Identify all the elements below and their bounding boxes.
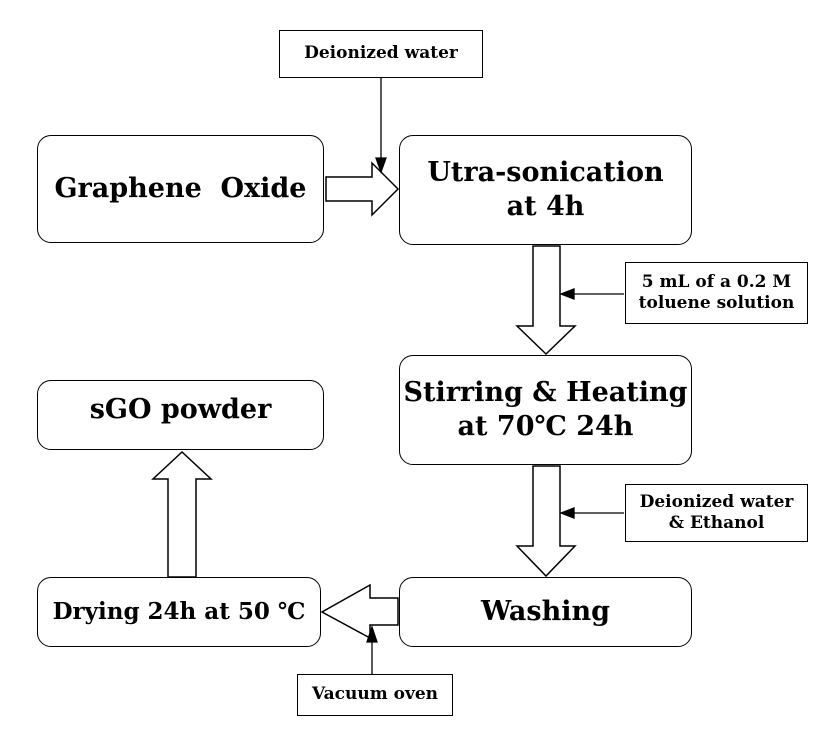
input-deionized-water-label: Deionized water (304, 43, 458, 64)
arrow-washing-to-drying (320, 583, 399, 640)
input-di-ethanol-line-2: & Ethanol (668, 513, 765, 533)
step-sgo-powder: sGO powder (37, 380, 324, 450)
pointer-head-deionized-water (375, 157, 387, 174)
step-stirring-heating: Stirring & Heating at 70℃ 24h (399, 355, 692, 465)
pointer-head-toluene (559, 288, 575, 300)
step-drying-label: Drying 24h at 50 ℃ (52, 597, 306, 625)
arrow-go-to-sonication (325, 161, 400, 217)
input-di-ethanol-line-1: Deionized water (639, 491, 794, 512)
input-vacuum-oven-label: Vacuum oven (311, 684, 438, 705)
step-ultrasonication: Utra-sonication at 4h (399, 135, 692, 245)
step-stirring-line-2: at 70℃ 24h (457, 411, 634, 442)
step-washing: Washing (399, 577, 692, 647)
step-sgo-powder-label: sGO powder (89, 394, 272, 425)
arrow-drying-to-powder (151, 450, 213, 578)
pointer-head-vacuum-oven (366, 624, 378, 643)
input-deionized-water-ethanol: Deionized water & Ethanol (625, 484, 808, 542)
step-ultrasonication-line-1: Utra-sonication (427, 157, 664, 189)
input-deionized-water: Deionized water (279, 30, 483, 78)
input-toluene-line-2: toluene solution (638, 293, 795, 313)
input-toluene-line-1: 5 mL of a 0.2 M (641, 271, 792, 292)
input-toluene-solution: 5 mL of a 0.2 M toluene solution (625, 262, 808, 324)
step-graphene-oxide-label: Graphene Oxide (54, 173, 307, 205)
step-ultrasonication-line-2: at 4h (506, 191, 585, 222)
input-vacuum-oven: Vacuum oven (297, 674, 453, 716)
step-drying: Drying 24h at 50 ℃ (37, 577, 321, 647)
arrow-sonication-to-stirring (515, 245, 577, 356)
step-graphene-oxide: Graphene Oxide (37, 135, 324, 243)
arrow-stirring-to-washing (515, 465, 577, 578)
pointer-head-di-ethanol (559, 507, 575, 519)
step-stirring-line-1: Stirring & Heating (403, 377, 688, 409)
step-washing-label: Washing (480, 596, 611, 628)
